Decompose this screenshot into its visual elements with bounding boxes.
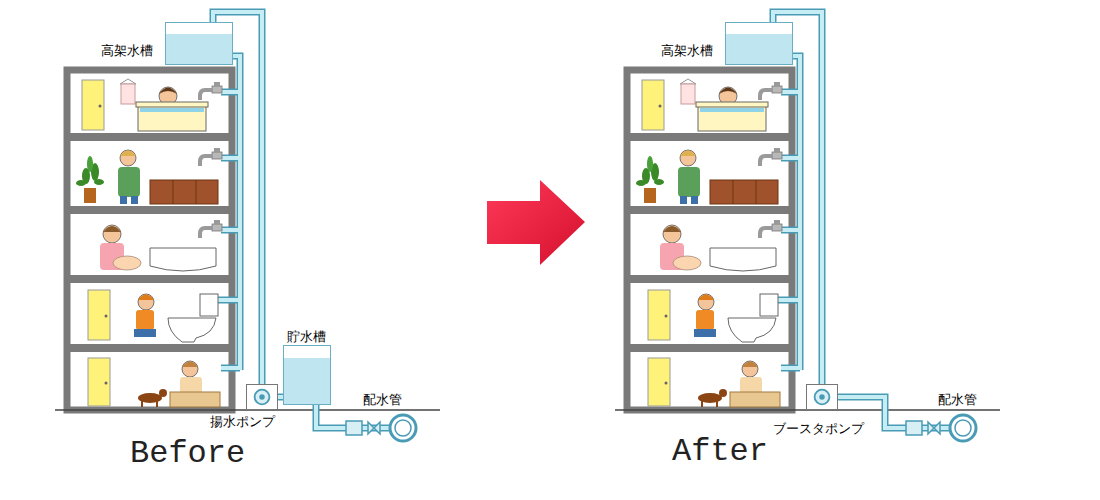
- meter-symbol: [346, 421, 362, 435]
- pipe-connector: [773, 12, 822, 384]
- main-pipe-section: [390, 415, 416, 441]
- pipe-connector: [316, 405, 340, 428]
- pump-hub: [819, 394, 825, 400]
- node-label: 揚水ポンプ: [209, 414, 276, 429]
- elevated-tank: 高架水槽: [725, 22, 793, 65]
- building-before: [64, 56, 240, 410]
- pipe-outline: [316, 405, 340, 428]
- booster-pump: ブースタポンプ: [806, 384, 838, 410]
- pipe-connector: [213, 12, 262, 384]
- pipe-inner: [213, 12, 262, 384]
- node-label: 貯水槽: [286, 329, 327, 344]
- node-label: 高架水槽: [100, 43, 154, 58]
- elevated-tank: 高架水槽: [165, 22, 233, 65]
- pump-symbol: [807, 385, 837, 409]
- pipe-outline: [213, 12, 262, 384]
- pipe-outline: [773, 12, 822, 384]
- pump-body: [815, 390, 830, 405]
- building-after: [624, 56, 800, 410]
- pump-hub: [259, 394, 265, 400]
- main-pipe-bore: [955, 420, 971, 436]
- node-label: 配水管: [362, 392, 403, 407]
- main-symbol: [900, 413, 980, 443]
- lift-pump: 揚水ポンプ: [246, 384, 278, 410]
- main-pipe-section: [950, 415, 976, 441]
- node-label: 高架水槽: [660, 43, 714, 58]
- valve-symbol: [368, 422, 380, 434]
- node-label: ブースタポンプ: [772, 421, 865, 436]
- node-label: 配水管: [937, 392, 978, 407]
- pump-body: [255, 390, 270, 405]
- main-symbol: [340, 413, 420, 443]
- caption-after: After: [672, 434, 768, 470]
- meter-symbol: [906, 421, 922, 435]
- red-arrow: [487, 180, 585, 265]
- pipe-inner: [773, 12, 822, 384]
- pump-symbol: [247, 385, 277, 409]
- main-pipe-bore: [395, 420, 411, 436]
- valve-symbol: [928, 422, 940, 434]
- caption-before: Before: [130, 436, 245, 472]
- water-main: 配水管: [900, 413, 980, 443]
- water-main: 配水管: [340, 413, 420, 443]
- pipe-inner: [316, 405, 340, 428]
- storage-tank: 貯水槽: [283, 345, 331, 405]
